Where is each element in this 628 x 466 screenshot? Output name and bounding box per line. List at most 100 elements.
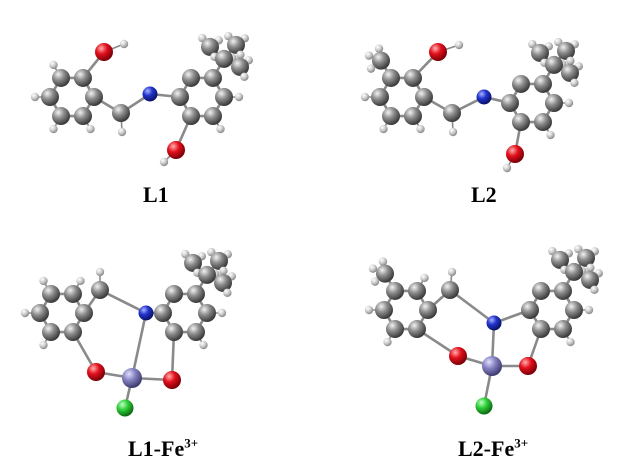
hydrogen-atom	[366, 64, 376, 73]
carbon-atom	[382, 107, 400, 126]
hydrogen-atom	[119, 39, 129, 49]
carbon-atom	[512, 74, 530, 93]
carbon-atom	[64, 284, 82, 303]
molecule-l1-fe-complex	[20, 247, 236, 417]
carbon-atom	[182, 68, 200, 87]
nitrogen-atom	[138, 305, 154, 321]
hydrogen-atom	[219, 266, 228, 275]
hydrogen-atom	[216, 124, 225, 134]
hydrogen-atom	[590, 285, 599, 294]
carbon-atom	[184, 253, 202, 272]
chlorine-atom	[475, 397, 493, 415]
carbon-atom	[375, 301, 393, 319]
carbon-atom	[75, 304, 93, 322]
hydrogen-atom	[368, 264, 378, 273]
carbon-atom	[154, 304, 172, 322]
carbon-atom	[404, 68, 422, 87]
hydrogen-atom	[584, 305, 594, 315]
iron-atom	[482, 356, 502, 376]
hydrogen-atom	[364, 51, 374, 60]
carbon-atom	[521, 301, 539, 319]
carbon-atom	[534, 113, 552, 132]
label-l2-fe-charge: 3+	[514, 435, 529, 451]
carbon-atom	[198, 304, 216, 322]
carbon-atom	[64, 323, 82, 342]
bond	[130, 311, 148, 380]
carbon-atom	[376, 264, 394, 283]
oxygen-atom	[449, 347, 467, 365]
hydrogen-atom	[39, 276, 48, 286]
hydrogen-atom	[454, 40, 464, 50]
hydrogen-atom	[570, 78, 579, 87]
carbon-atom	[187, 284, 205, 303]
hydrogen-atom	[360, 92, 370, 102]
molecule-l2-fe-complex	[364, 244, 603, 415]
carbon-atom	[31, 304, 49, 322]
oxygen-atom	[163, 371, 181, 389]
hydrogen-atom	[159, 157, 169, 167]
hydrogen-atom	[564, 98, 574, 108]
oxygen-atom	[506, 145, 524, 163]
hydrogen-atom	[49, 124, 58, 134]
carbon-atom	[532, 281, 550, 300]
carbon-atom	[554, 281, 572, 300]
nitrogen-atom	[142, 86, 158, 102]
molecule-l2	[360, 37, 583, 173]
hydrogen-atom	[420, 273, 429, 283]
hydrogen-atom	[378, 257, 388, 266]
hydrogen-atom	[586, 263, 595, 272]
oxygen-atom	[519, 357, 537, 375]
hydrogen-atom	[447, 267, 457, 277]
hydrogen-atom	[49, 60, 58, 70]
chlorine-atom	[116, 399, 134, 417]
carbon-atom	[386, 281, 404, 300]
hydrogen-atom	[76, 276, 85, 286]
oxygen-atom	[167, 141, 185, 159]
carbon-atom	[112, 104, 130, 122]
hydrogen-atom	[20, 308, 30, 318]
carbon-atom	[534, 74, 552, 93]
carbon-atom	[215, 88, 233, 106]
carbon-atom	[408, 320, 426, 339]
hydrogen-atom	[566, 337, 575, 347]
hydrogen-atom	[86, 124, 95, 134]
carbon-atom	[545, 55, 563, 74]
hydrogen-atom	[364, 305, 374, 315]
carbon-atom	[577, 248, 595, 267]
hydrogen-atom	[223, 288, 232, 297]
carbon-atom	[74, 107, 92, 126]
carbon-atom	[231, 57, 249, 76]
carbon-atom	[187, 323, 205, 342]
carbon-atom	[581, 270, 599, 289]
carbon-atom	[545, 94, 563, 112]
oxygen-atom	[87, 363, 105, 381]
carbon-atom	[171, 88, 189, 106]
carbon-atom	[215, 49, 233, 68]
label-l2-fe-base: L2-Fe	[458, 436, 515, 461]
hydrogen-atom	[199, 340, 208, 350]
carbon-atom	[512, 113, 530, 132]
hydrogen-atom	[117, 127, 127, 137]
hydrogen-atom	[30, 92, 40, 102]
hydrogen-atom	[383, 337, 392, 347]
carbon-atom	[551, 250, 569, 269]
carbon-atom	[372, 51, 390, 70]
hydrogen-atom	[39, 340, 48, 350]
hydrogen-atom	[234, 92, 244, 102]
carbon-atom	[557, 41, 575, 60]
carbon-atom	[554, 320, 572, 339]
carbon-atom	[204, 68, 222, 87]
hydrogen-atom	[236, 50, 245, 59]
hydrogen-atom	[546, 130, 555, 140]
carbon-atom	[419, 301, 437, 319]
carbon-atom	[404, 107, 422, 126]
carbon-atom	[531, 43, 549, 62]
hydrogen-atom	[370, 277, 380, 286]
molecule-l1	[30, 31, 253, 167]
label-l1: L1	[143, 182, 169, 207]
carbon-atom	[532, 320, 550, 339]
carbon-atom	[165, 284, 183, 303]
carbon-atom	[201, 37, 219, 56]
carbon-atom	[198, 265, 216, 284]
